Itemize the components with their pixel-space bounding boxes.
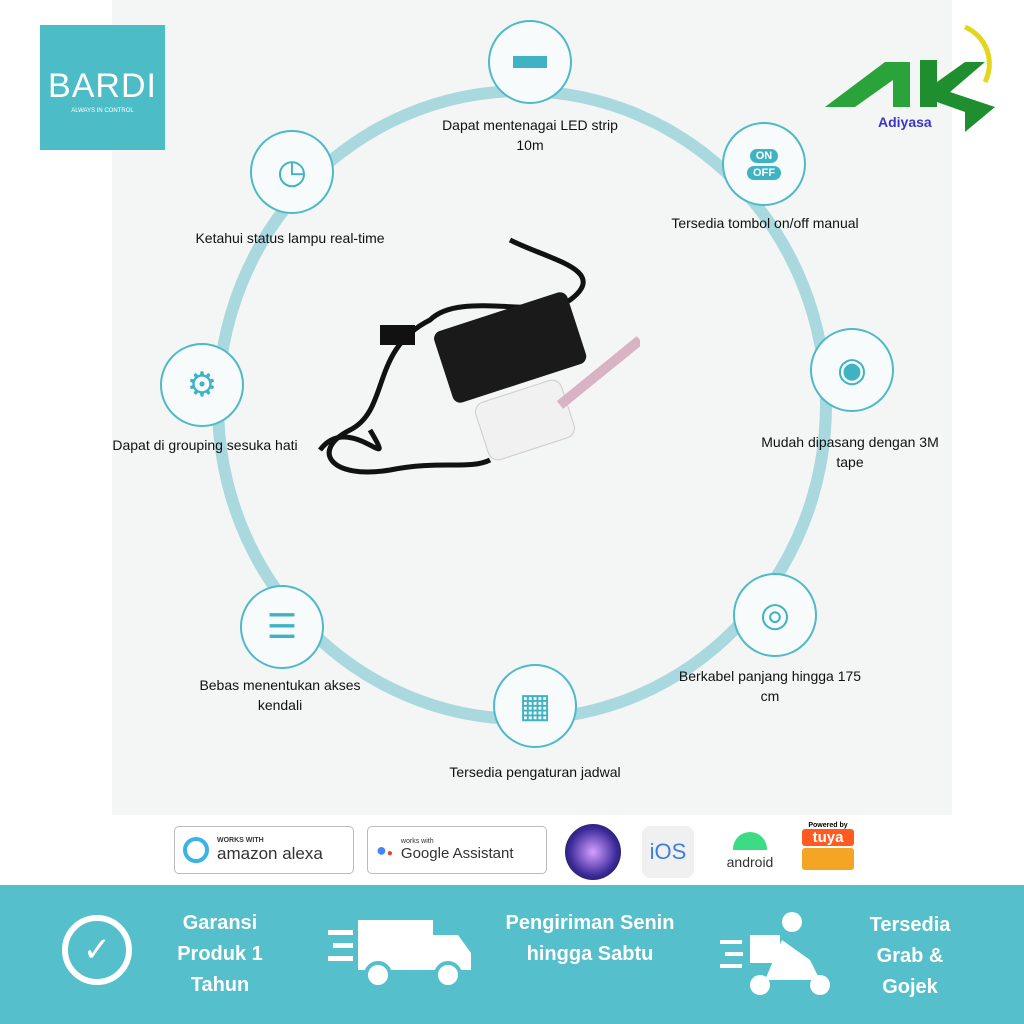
tuya-large: tuya (802, 829, 854, 846)
bardi-logo: BARDI ALWAYS IN CONTROL (40, 25, 165, 150)
ios-icon: iOS (642, 826, 694, 878)
phone-gear-icon: ⚙ (160, 343, 244, 427)
alexa-large: amazon alexa (217, 843, 323, 863)
feature-label: Dapat di grouping sesuka hati (112, 437, 298, 453)
footer-banner: ✓ Garansi Produk 1 Tahun Pengiriman Seni… (0, 885, 1024, 1024)
brand-tagline: ALWAYS IN CONTROL (71, 108, 134, 114)
feature-label: Berkabel panjang hingga 175 cm (678, 668, 862, 704)
led-strip-icon (488, 20, 572, 104)
scooter-courier-icon (720, 912, 830, 995)
tuya-small: Powered by (808, 822, 848, 829)
google-assistant-icon: ●● (376, 839, 393, 860)
google-small: works with (400, 838, 434, 845)
feature-label: Bebas menentukan akses kendali (199, 677, 361, 713)
alexa-small: WORKS WITH (217, 836, 264, 844)
ak-logo-icon (825, 24, 995, 132)
tuya-logo: Powered by tuya (802, 822, 854, 870)
on-label: ON (749, 148, 779, 163)
cable-icon: ◎ (733, 573, 817, 657)
seller-name: Adiyasa (878, 114, 932, 130)
clock-check-icon: ◷ (250, 130, 334, 214)
feature-label: Dapat mentenagai LED strip 10m (442, 117, 618, 153)
delivery-truck-icon (328, 920, 471, 989)
off-label: OFF (747, 165, 781, 180)
alexa-icon (183, 837, 209, 863)
android-label: android (726, 854, 774, 870)
on-off-switch-icon: ON OFF (722, 122, 806, 206)
feature-label: Tersedia tombol on/off manual (671, 215, 859, 231)
android-logo: android (715, 826, 785, 870)
product-image (318, 237, 640, 475)
android-icon (733, 832, 767, 850)
feature-label: Mudah dipasang dengan 3M tape (761, 434, 939, 470)
google-large: Google Assistant (400, 845, 514, 862)
warranty-badge-icon: ✓ (62, 915, 132, 985)
delivery-text: Pengiriman Senin hingga Sabtu (505, 912, 675, 965)
brand-name: BARDI (48, 67, 157, 105)
feature-label: Tersedia pengaturan jadwal (449, 764, 621, 780)
tape-icon: ◉ (810, 328, 894, 412)
grab-gojek-text: Tersedia Grab & Gojek (869, 914, 951, 998)
adiyasa-logo: Adiyasa (825, 22, 1000, 132)
sliders-icon: ☰ (240, 585, 324, 669)
siri-icon (565, 824, 621, 880)
feature-label: Ketahui status lampu real-time (195, 230, 385, 246)
calendar-icon: ▦ (493, 664, 577, 748)
warranty-text: Garansi Produk 1 Tahun (177, 912, 263, 996)
